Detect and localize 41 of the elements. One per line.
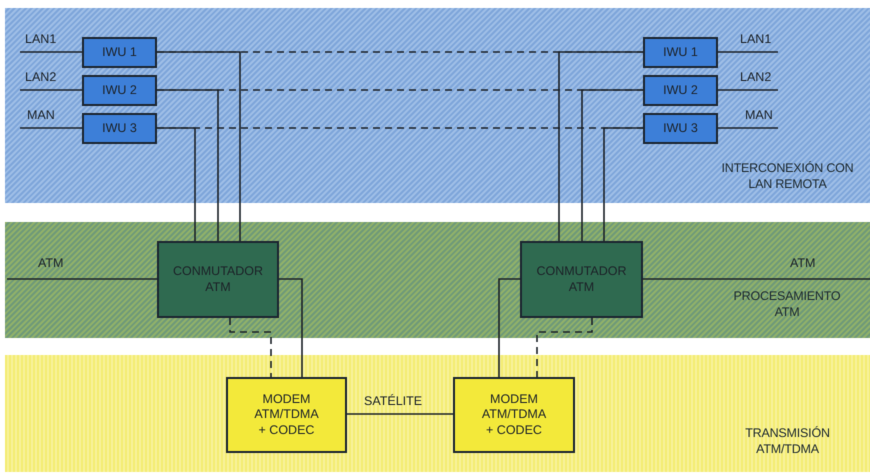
edge-label: SATÉLITE: [364, 394, 422, 408]
dashed-link: [536, 318, 593, 377]
modem-box: MODEM ATM/TDMA + CODEC: [226, 377, 347, 453]
connection-line: [20, 51, 82, 53]
connection-line: [20, 89, 82, 91]
interworking-unit-box: IWU 1: [82, 37, 157, 68]
dashed-link: [157, 51, 643, 53]
edge-label: LAN2: [740, 70, 772, 84]
interworking-unit-box: IWU 3: [643, 113, 718, 144]
interworking-unit-box: IWU 1: [643, 37, 718, 68]
edge-label: LAN1: [740, 32, 772, 46]
modem-box: MODEM ATM/TDMA + CODEC: [453, 377, 575, 453]
dashed-link: [157, 127, 643, 129]
connection-line: [718, 51, 778, 53]
dashed-link: [157, 89, 643, 91]
switch-box: CONMUTADOR ATM: [157, 241, 279, 318]
edge-label: LAN1: [25, 32, 56, 46]
connection-line: [7, 278, 157, 280]
edge-label: ATM: [790, 256, 816, 270]
transmission-band: [5, 355, 870, 472]
section-label: PROCESAMIENTO ATM: [732, 288, 842, 320]
network-band: [5, 8, 870, 203]
connection-line: [347, 413, 453, 415]
connection-line: [718, 127, 778, 129]
connection-line: [20, 127, 82, 129]
connection-line: [718, 89, 778, 91]
dashed-link: [229, 318, 272, 377]
section-label: INTERCONEXIÓN CON LAN REMOTA: [720, 160, 855, 192]
edge-label: MAN: [745, 108, 773, 122]
interworking-unit-box: IWU 2: [643, 75, 718, 106]
switch-box: CONMUTADOR ATM: [520, 241, 643, 318]
processing-band: [5, 222, 870, 338]
edge-label: LAN2: [25, 70, 56, 84]
interworking-unit-box: IWU 3: [82, 113, 157, 144]
connection-line: [279, 278, 303, 377]
interworking-unit-box: IWU 2: [82, 75, 157, 106]
edge-label: MAN: [27, 108, 55, 122]
connection-line: [643, 278, 870, 280]
edge-label: ATM: [38, 256, 64, 270]
connection-line: [498, 278, 520, 377]
section-label: TRANSMISIÓN ATM/TDMA: [744, 425, 831, 458]
